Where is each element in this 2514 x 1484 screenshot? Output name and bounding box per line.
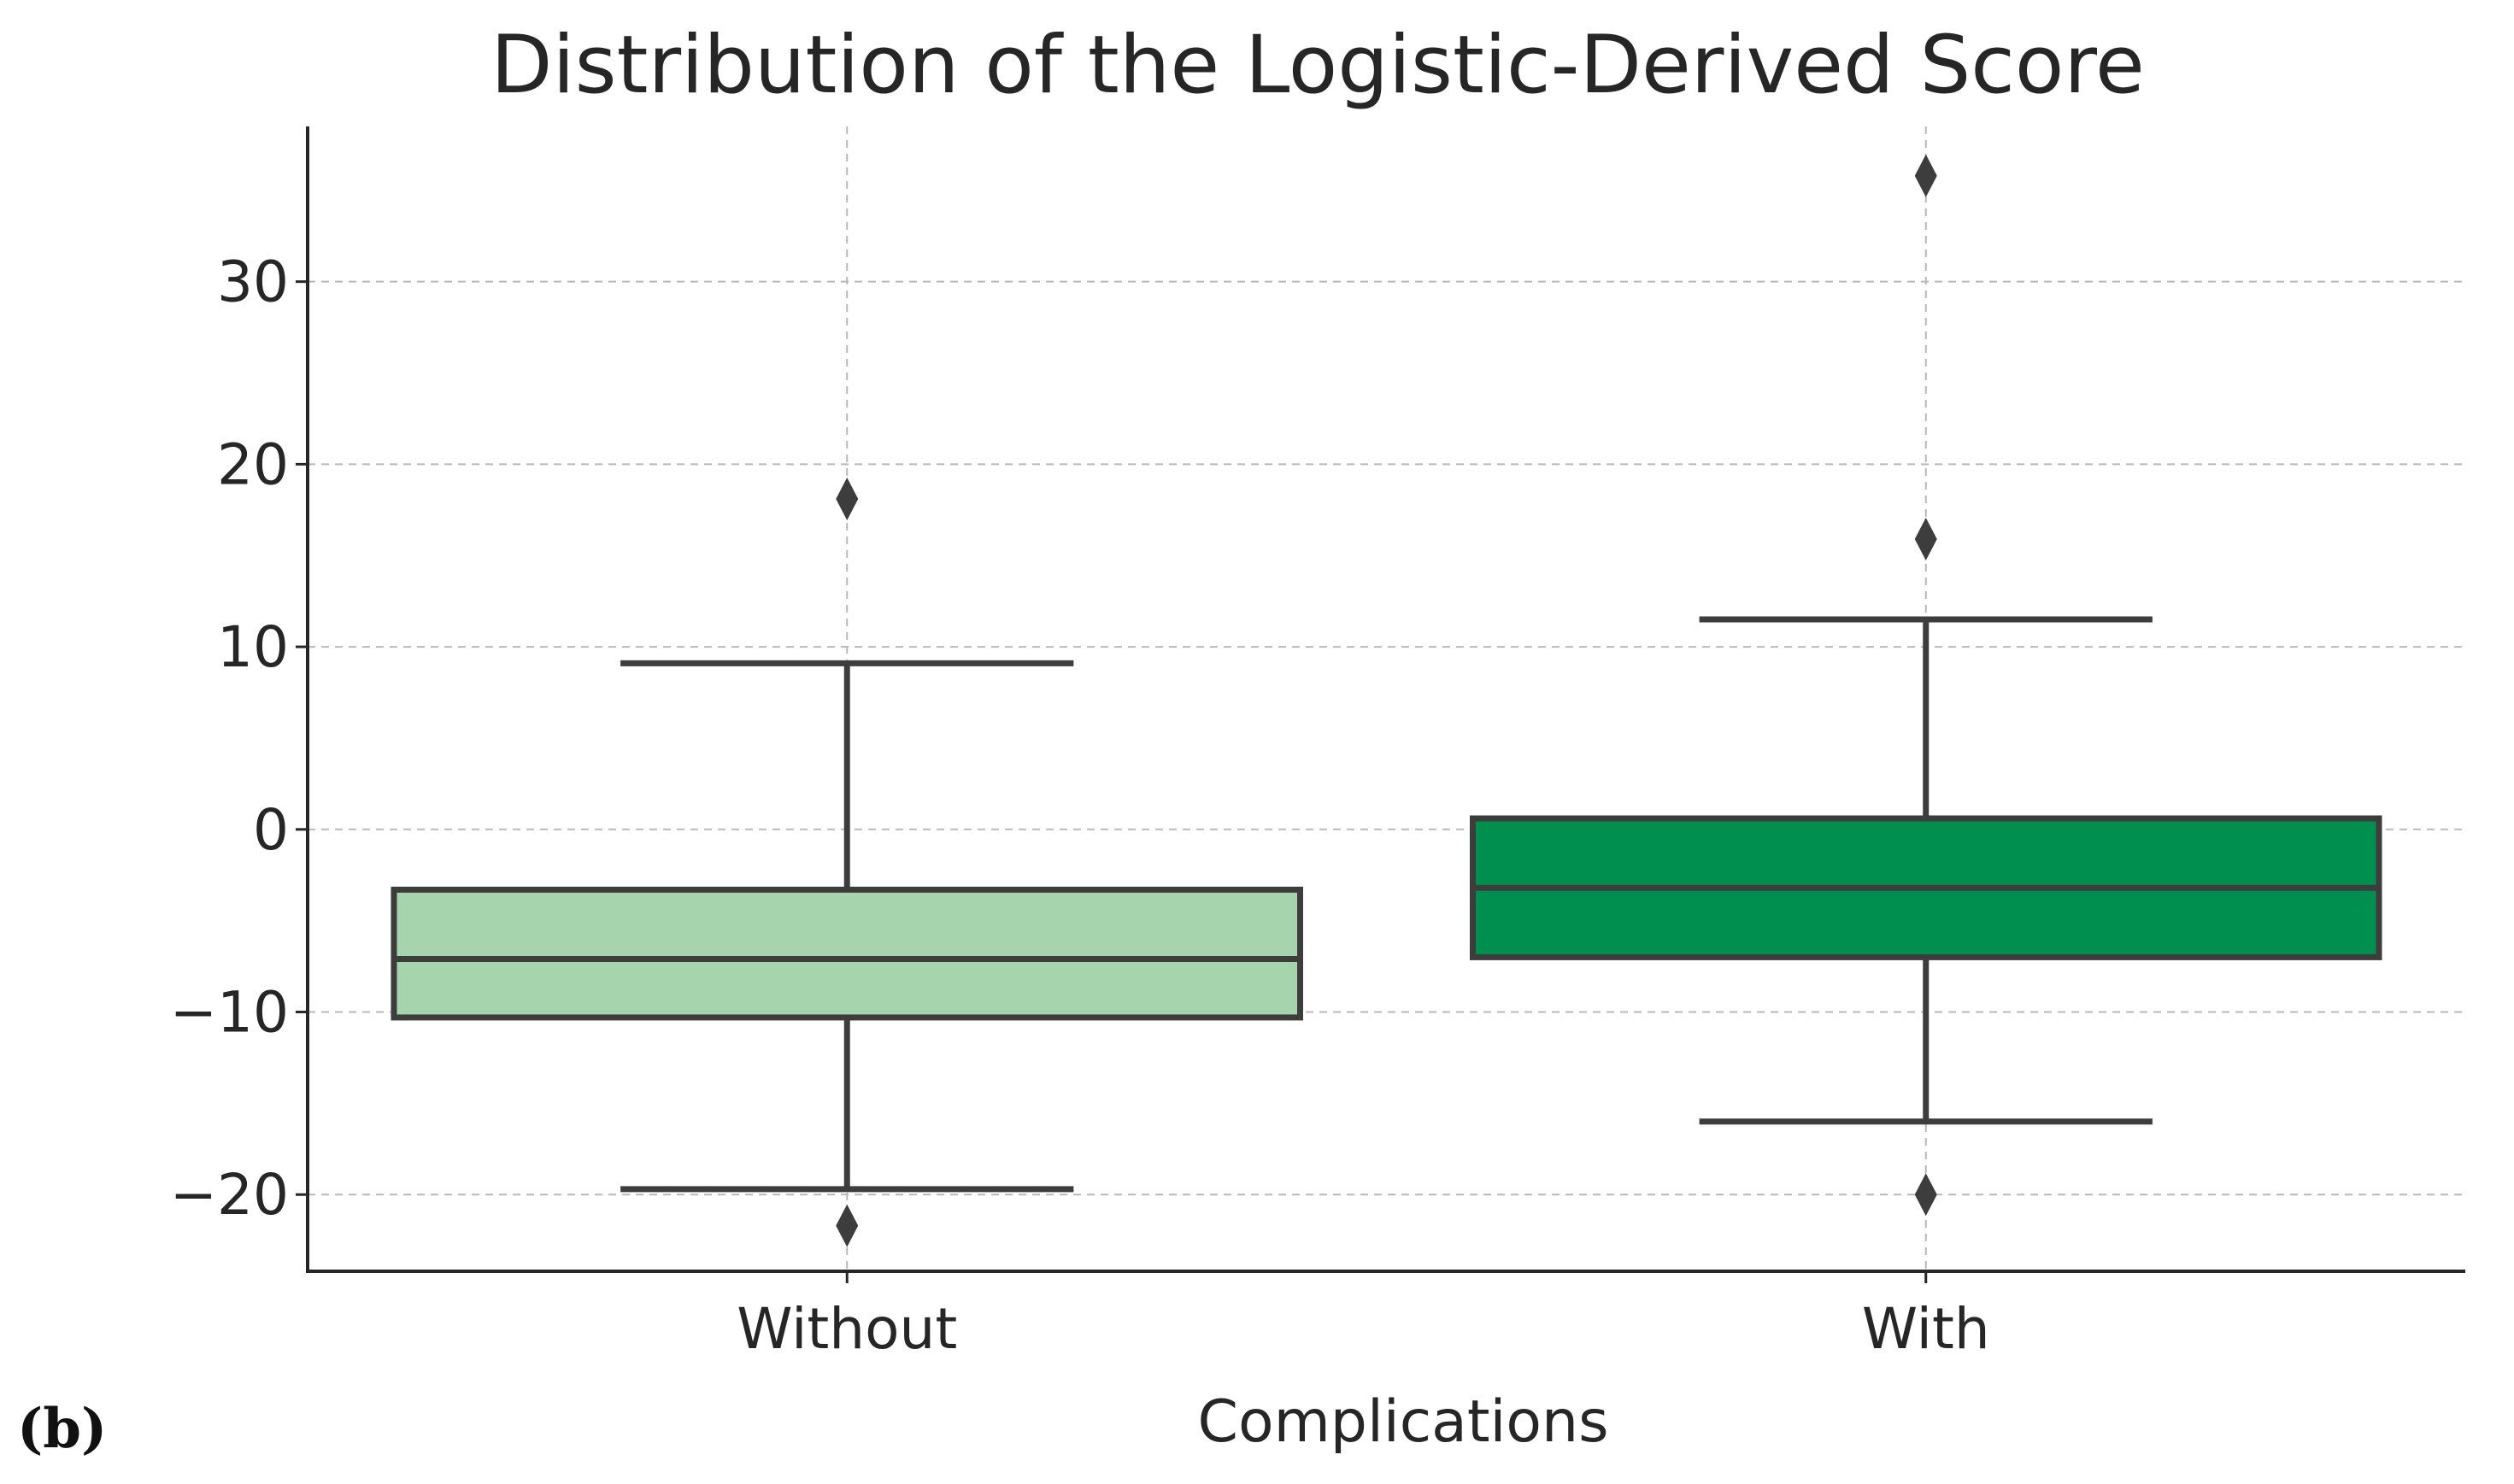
outlier-point: [1914, 1173, 1937, 1217]
chart-title: Distribution of the Logistic-Derived Sco…: [490, 19, 2145, 112]
y-tick-label: 10: [217, 614, 289, 680]
grid-lines: [308, 126, 2465, 1271]
outlier-point: [836, 1204, 859, 1247]
outlier-point: [836, 477, 859, 520]
iqr-box: [391, 886, 1303, 1021]
boxes: [391, 154, 2382, 1247]
x-tick-label: Without: [737, 1296, 957, 1362]
y-tick-label: 0: [253, 797, 289, 863]
axes: [296, 126, 2465, 1283]
y-tick-label: 30: [217, 249, 289, 315]
outlier-point: [1914, 154, 1937, 197]
x-axis-label: Complications: [1197, 1388, 1608, 1456]
x-tick-label: With: [1862, 1296, 1990, 1362]
y-tick-label: −10: [170, 980, 289, 1046]
box-without: [391, 477, 1303, 1247]
outlier-point: [1914, 517, 1937, 560]
y-tick-label: 20: [217, 431, 289, 497]
panel-label: (b): [17, 1397, 107, 1461]
box-with: [1470, 154, 2382, 1217]
y-tick-label: −20: [170, 1162, 289, 1228]
